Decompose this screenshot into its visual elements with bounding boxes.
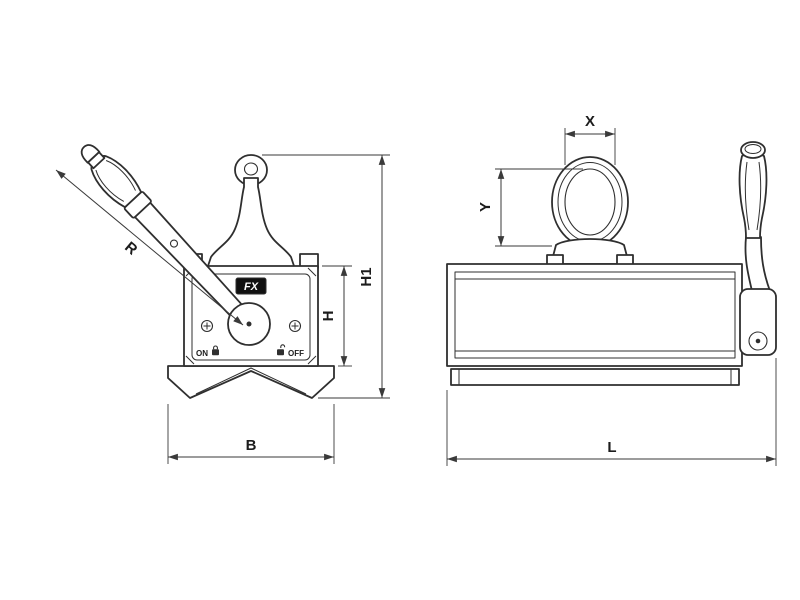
lifter-body-front: FX ON OFF [183, 265, 319, 367]
dim-Y: Y [477, 168, 583, 247]
dim-label-x: X [585, 113, 595, 130]
dim-B: B [167, 404, 335, 464]
screw-left [200, 319, 214, 333]
lifting-eye-front [183, 154, 319, 273]
lifter-body-side [446, 263, 743, 367]
dim-label-r: R [121, 239, 140, 259]
closed-lock-icon [212, 345, 219, 356]
open-lock-icon [277, 344, 286, 356]
dim-H1: H1 [262, 154, 390, 399]
dim-X: X [564, 113, 616, 165]
on-label: ON [196, 349, 208, 358]
handle-arm-side [744, 236, 771, 292]
dim-label-y: Y [477, 202, 494, 212]
on-indicator: ON [196, 345, 219, 358]
side-view: X Y L [446, 113, 777, 466]
shackle-bracket [550, 238, 630, 265]
front-view: FX ON OFF [55, 144, 390, 464]
screw-right [288, 319, 302, 333]
handle-end-cap [80, 144, 101, 164]
dim-label-b: B [246, 437, 257, 454]
off-label: OFF [288, 349, 304, 358]
handle-side [738, 141, 777, 356]
v-groove-feet [167, 365, 335, 399]
fx-logo: FX [235, 277, 267, 295]
bottom-pole-plate [450, 368, 740, 386]
handle-grip-side [738, 152, 768, 239]
dim-L: L [446, 358, 777, 466]
handle-front [80, 144, 243, 316]
dim-label-h: H [320, 311, 337, 322]
dim-label-l: L [607, 439, 616, 456]
shackle-ring [546, 156, 634, 266]
handle-hub [227, 302, 271, 346]
dim-R: R [55, 169, 244, 326]
off-indicator: OFF [277, 344, 304, 358]
dim-label-h1: H1 [358, 267, 375, 286]
dim-H: H [320, 265, 352, 367]
fx-logo-text: FX [244, 281, 259, 293]
